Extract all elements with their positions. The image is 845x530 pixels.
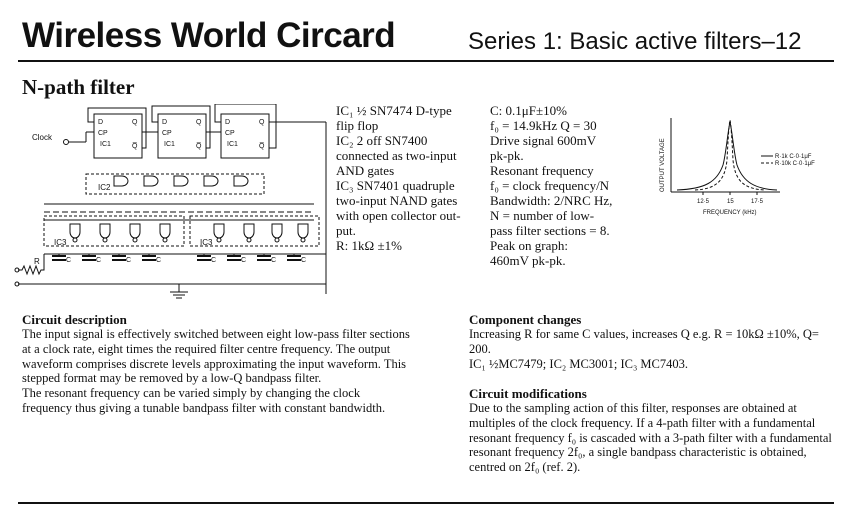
spec-line: Resonant frequency: [490, 163, 594, 178]
clock-label: Clock: [32, 133, 53, 142]
svg-text:D: D: [98, 119, 103, 126]
circuit-modifications: Circuit modifications Due to the samplin…: [469, 386, 839, 475]
svg-text:Q: Q: [132, 119, 138, 126]
section-heading: Component changes: [469, 312, 582, 327]
component-changes: Component changes Increasing R for same …: [469, 312, 839, 371]
spec-line: Bandwidth: 2/NRC Hz,: [490, 193, 613, 208]
resistor: [18, 254, 45, 276]
capacitors: [52, 254, 301, 261]
svg-text:C: C: [96, 257, 101, 264]
graph-ylabel: OUTPUT VOLTAGE: [660, 138, 666, 192]
response-graph: OUTPUT VOLTAGE 12·5 15 17·5 FREQUENCY (k…: [660, 118, 815, 216]
changes-text-2: IC₁ ½MC7479; IC₂ MC3001; IC₃ MC7403.: [469, 356, 689, 371]
modifications-text: Due to the sampling action of this filte…: [469, 401, 832, 475]
svg-text:IC1: IC1: [100, 141, 111, 148]
spec-line: put.: [336, 223, 356, 238]
page-title: Wireless World Circard: [22, 16, 396, 55]
spec-column-2: C: 0.1μF±10% f₀ = 14.9kHz Q = 30 Drive s…: [490, 103, 650, 268]
svg-text:CP: CP: [162, 130, 172, 137]
spec-line: IC₁ ½ SN7474 D-type: [336, 103, 452, 118]
spec-line: flip flop: [336, 118, 379, 133]
svg-text:D: D: [162, 119, 167, 126]
spec-line: pass filter sections = 8.: [490, 223, 610, 238]
resistor-label: R: [34, 257, 40, 266]
svg-text:Q̅: Q̅: [196, 142, 202, 150]
nand-gates: [69, 223, 309, 243]
spec-line: f₀ = 14.9kHz Q = 30: [490, 118, 597, 133]
svg-text:C: C: [211, 257, 216, 264]
circuit-subtitle: N-path filter: [22, 75, 135, 99]
spec-line: AND gates: [336, 163, 395, 178]
svg-text:C: C: [301, 257, 306, 264]
svg-text:Q̅: Q̅: [132, 142, 138, 150]
svg-text:Q̅: Q̅: [259, 142, 265, 150]
description-text-1: The input signal is effectively switched…: [22, 327, 410, 386]
xtick-2: 15: [727, 199, 734, 205]
spec-line: Drive signal 600mV: [490, 133, 597, 148]
svg-text:Q: Q: [259, 119, 265, 126]
spec-column-1: IC₁ ½ SN7474 D-type flip flop IC₂ 2 off …: [336, 103, 486, 253]
svg-text:Q: Q: [196, 119, 202, 126]
xtick-1: 12·5: [697, 199, 710, 205]
description-text-2: The resonant frequency can be varied sim…: [22, 386, 386, 415]
ic2-label: IC2: [98, 183, 111, 192]
svg-text:C: C: [271, 257, 276, 264]
legend-1: R·1k C·0·1μF: [775, 154, 812, 160]
svg-text:C: C: [156, 257, 161, 264]
ic3-label-right: IC3: [200, 238, 213, 247]
section-heading: Circuit modifications: [469, 386, 587, 401]
svg-text:CP: CP: [225, 130, 235, 137]
svg-text:C: C: [126, 257, 131, 264]
svg-text:C: C: [241, 257, 246, 264]
series-title: Series 1: Basic active filters–12: [468, 28, 802, 55]
spec-line: 460mV pk-pk.: [490, 253, 566, 268]
spec-line: N = number of low-: [490, 208, 595, 223]
spec-line: Peak on graph:: [490, 238, 568, 253]
spec-line: two-input NAND gates: [336, 193, 458, 208]
spec-line: C: 0.1μF±10%: [490, 103, 567, 118]
bottom-rule: [18, 502, 834, 504]
circuit-description: Circuit description The input signal is …: [22, 312, 412, 416]
flip-flop-2: D Q CP IC1 Q̅: [157, 113, 207, 159]
spec-line: f₀ = clock frequency/N: [490, 178, 610, 193]
svg-text:IC1: IC1: [227, 141, 238, 148]
graph-xlabel: FREQUENCY (kHz): [703, 210, 757, 216]
spec-line: with open collector out-: [336, 208, 461, 223]
svg-text:CP: CP: [98, 130, 108, 137]
ic3-label-left: IC3: [54, 238, 67, 247]
changes-text-1: Increasing R for same C values, increase…: [469, 327, 819, 356]
spec-line: IC₃ SN7401 quadruple: [336, 178, 455, 193]
flip-flop-3: D Q CP IC1 Q̅: [220, 113, 270, 159]
response-curve-10k: [694, 119, 766, 191]
legend-2: R·10k C·0·1μF: [775, 161, 815, 167]
circuit-diagram: Clock D Q CP IC1 Q̅ D Q CP IC1 Q̅ D Q CP…: [14, 104, 327, 299]
svg-text:IC1: IC1: [164, 141, 175, 148]
xtick-3: 17·5: [751, 199, 764, 205]
spec-line: IC₂ 2 off SN7400: [336, 133, 428, 148]
top-rule: [18, 60, 834, 62]
spec-line: connected as two-input: [336, 148, 457, 163]
flip-flop-1: D Q CP IC1 Q̅: [93, 113, 143, 159]
svg-text:D: D: [225, 119, 230, 126]
section-heading: Circuit description: [22, 312, 127, 327]
and-gates: [113, 175, 249, 187]
svg-text:C: C: [66, 257, 71, 264]
spec-line: R: 1kΩ ±1%: [336, 238, 402, 253]
spec-line: pk-pk.: [490, 148, 524, 163]
